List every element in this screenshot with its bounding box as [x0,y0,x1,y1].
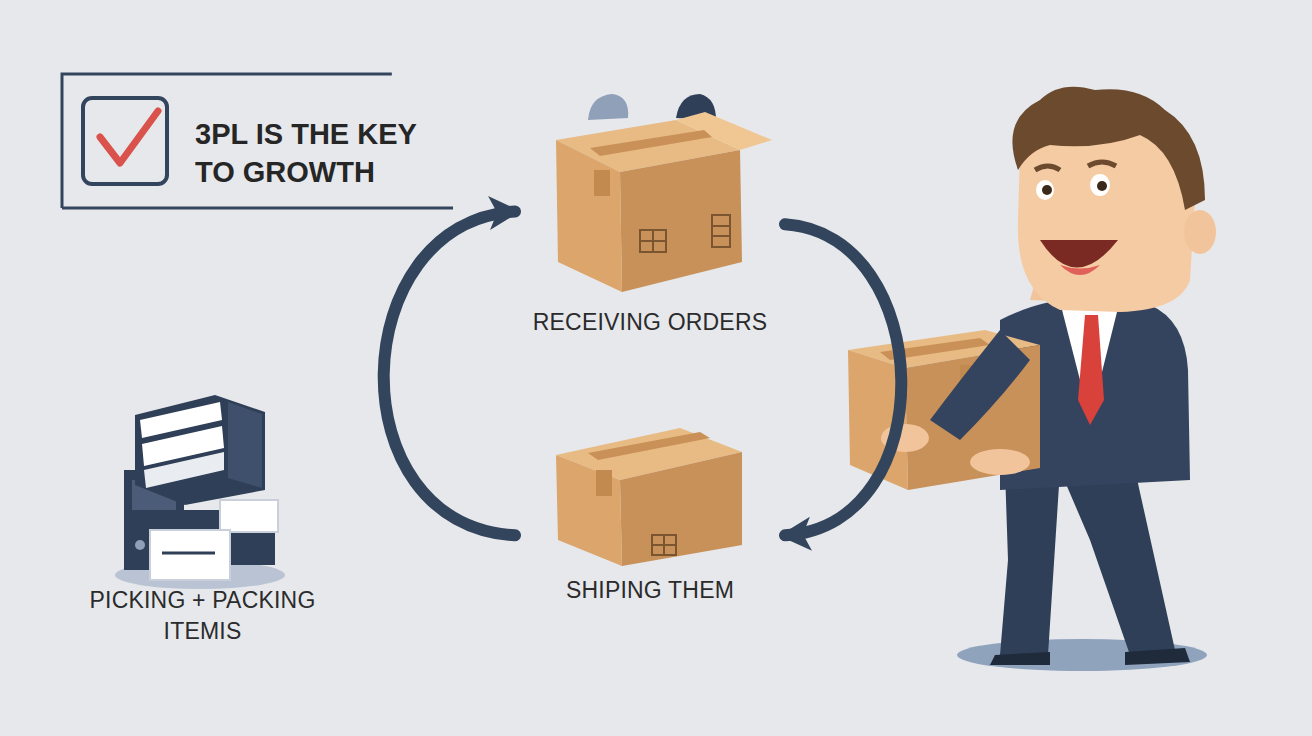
check-mark [100,111,158,163]
packing-machine [115,395,285,589]
title-box: 3PL IS THE KEY TO GROWTH [60,72,455,210]
stage-box: SHIPING THEM [515,420,785,606]
stage-box: RECEIVING ORDERS [515,85,785,338]
cycle-arrow [384,212,515,536]
stage-box: PICKING + PACKING ITEMIS [60,385,345,647]
stage-label: RECEIVING ORDERS [515,307,785,338]
box-ear [588,94,628,120]
cardboard-box [556,112,772,292]
cycle-arrow [785,224,901,535]
stage-label: SHIPING THEM [515,575,785,606]
frame-line [62,207,453,210]
title-text: 3PL IS THE KEY TO GROWTH [195,116,445,191]
stage-label: PICKING + PACKING ITEMIS [60,585,345,647]
checkbox [83,98,167,184]
cardboard-box [556,428,742,566]
